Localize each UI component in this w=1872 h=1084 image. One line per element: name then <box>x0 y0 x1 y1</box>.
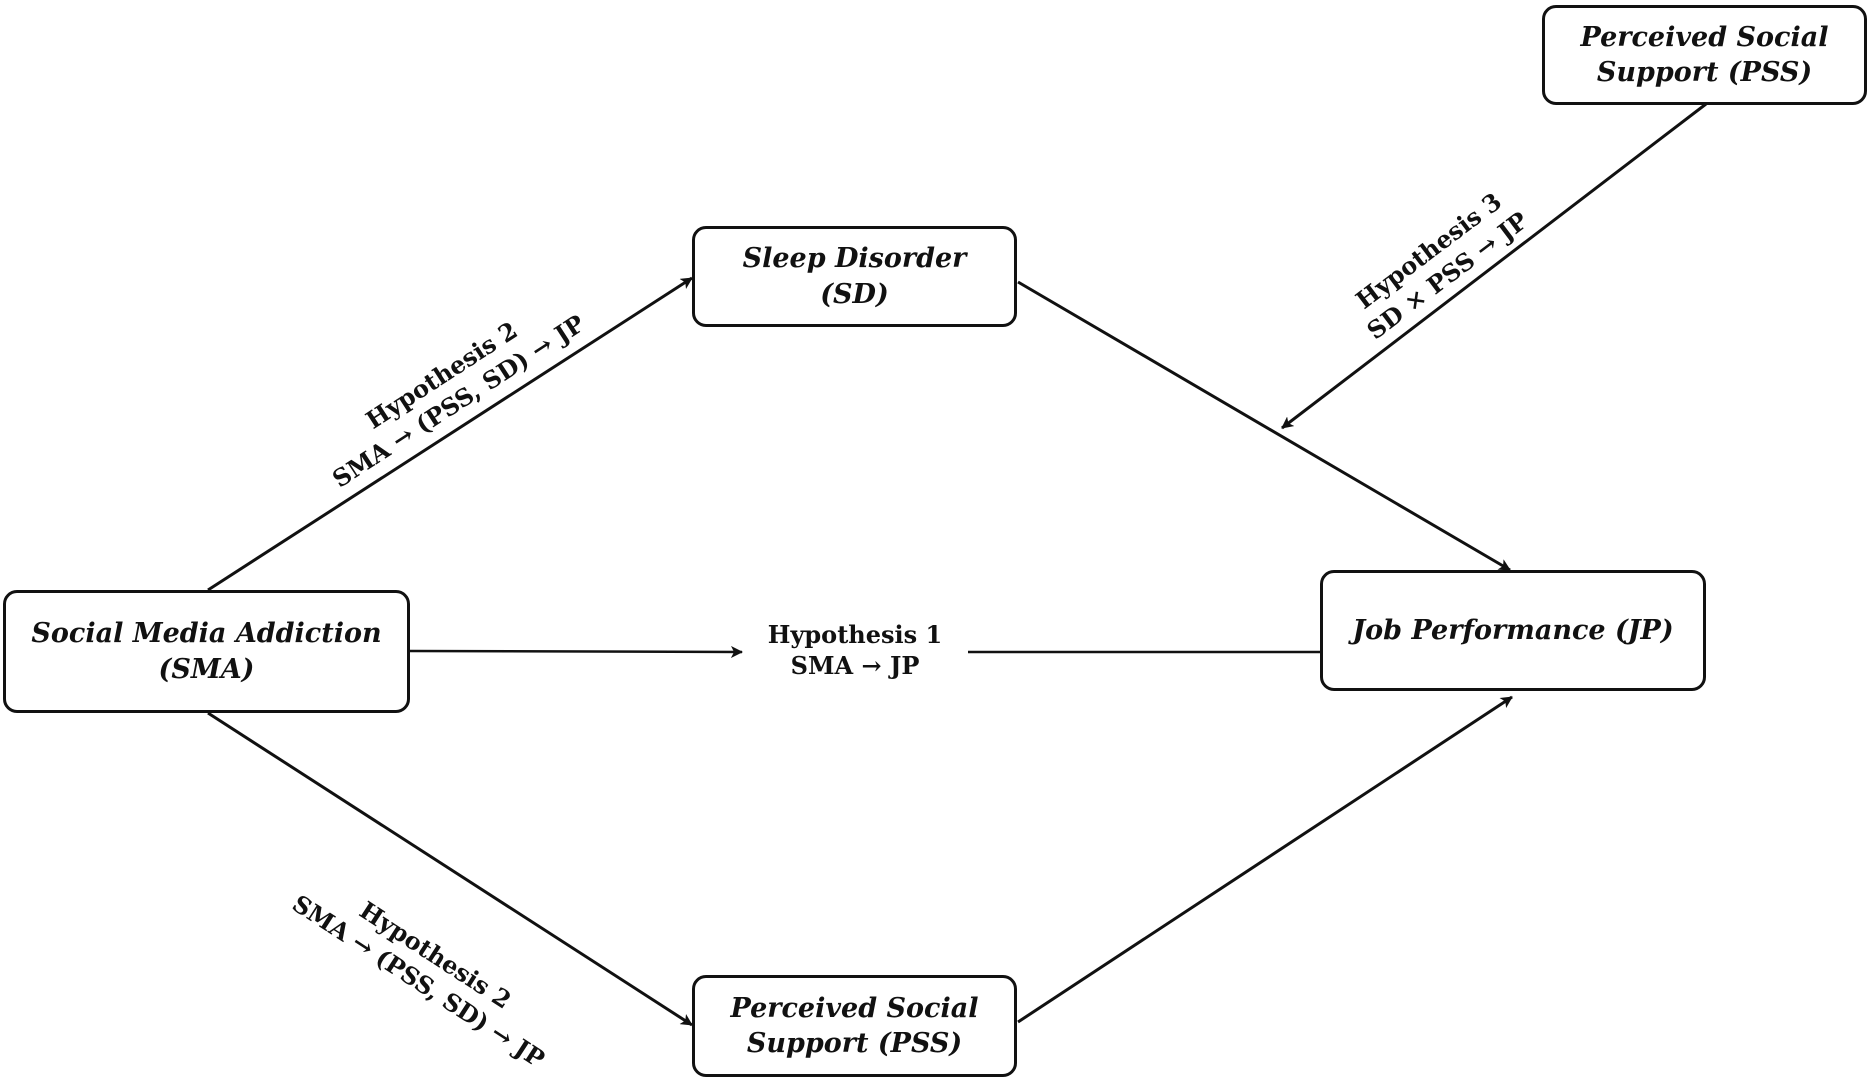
node-label-line1: Perceived Social <box>730 992 979 1024</box>
node-label-line1: Job Performance (JP) <box>1352 614 1674 646</box>
node-label-line2: (SMA) <box>158 653 255 685</box>
node-label-line2: Support (PSS) <box>1596 57 1813 88</box>
arrow-sma-to-sd <box>207 276 693 592</box>
arrow-pss-moderation <box>1281 102 1707 430</box>
node-social-media-addiction: Social Media Addiction (SMA) <box>3 590 410 713</box>
node-label-line1: Sleep Disorder (SD) <box>742 243 967 310</box>
arrow-sd-to-jp <box>1017 280 1511 572</box>
label-line2: SMA → JP <box>790 651 920 681</box>
arrow-sma-to-h1 <box>409 645 743 658</box>
arrow-pss-to-jp <box>1017 695 1513 1024</box>
arrow-sma-to-pss <box>207 711 693 1027</box>
node-job-performance: Job Performance (JP) <box>1320 570 1706 691</box>
label-hypothesis-1: Hypothesis 1 SMA → JP <box>755 619 955 681</box>
node-label-line2: Support (PSS) <box>746 1028 963 1059</box>
node-sleep-disorder: Sleep Disorder (SD) <box>692 226 1017 327</box>
node-perceived-social-support-bottom: Perceived Social Support (PSS) <box>692 975 1017 1077</box>
label-line1: Hypothesis 1 <box>767 620 943 649</box>
node-label-line1: Perceived Social <box>1580 21 1829 53</box>
node-label-line1: Social Media Addiction <box>31 618 382 650</box>
node-perceived-social-support-top: Perceived Social Support (PSS) <box>1542 5 1867 105</box>
